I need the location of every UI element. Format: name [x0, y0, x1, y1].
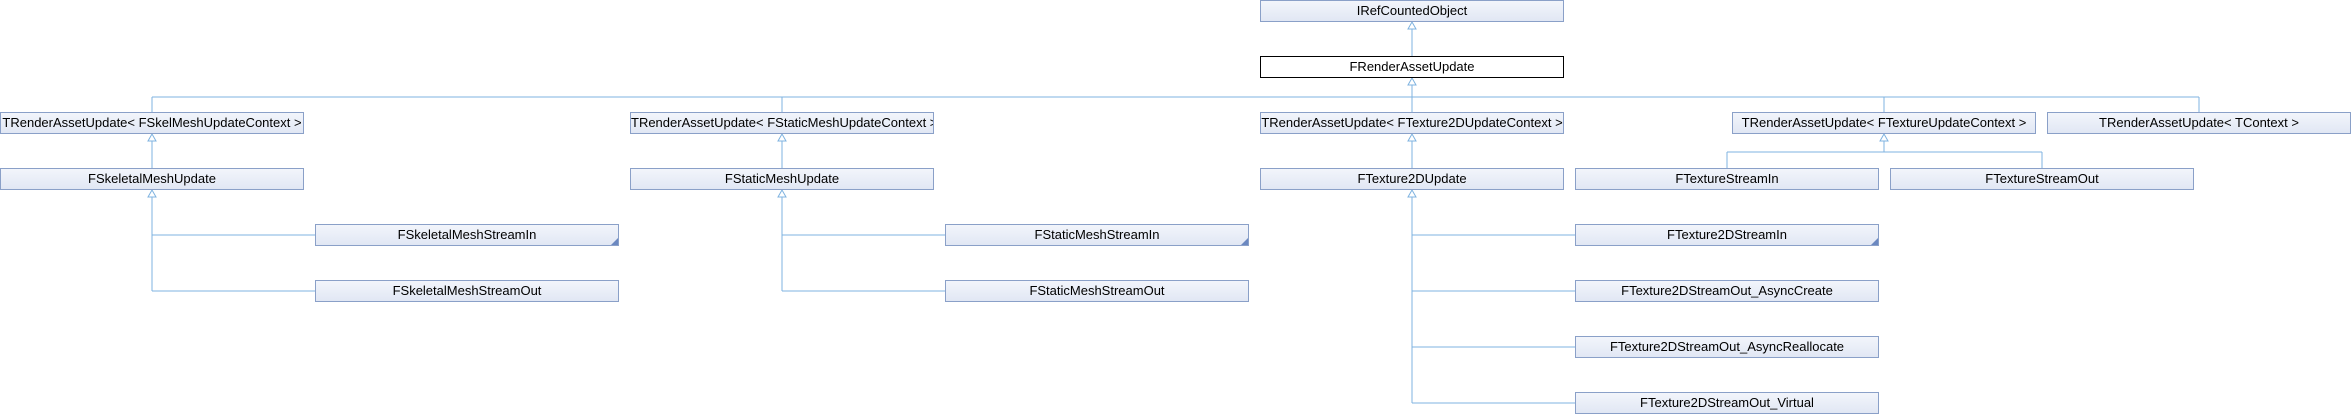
arrowhead-update-1 — [777, 188, 787, 198]
arrowhead-template-2 — [1407, 132, 1417, 142]
node-ftexture2dstreamin[interactable]: FTexture2DStreamIn — [1575, 224, 1879, 246]
node-fskeletalmeshstreamout[interactable]: FSkeletalMeshStreamOut — [315, 280, 619, 302]
node-trenderassetupdate-staticmesh[interactable]: TRenderAssetUpdate< FStaticMeshUpdateCon… — [630, 112, 934, 134]
node-frenderassetupdate: FRenderAssetUpdate — [1260, 56, 1564, 78]
node-ftexturestreamout[interactable]: FTextureStreamOut — [1890, 168, 2194, 190]
arrowhead-trenderassetupdate-texture — [1879, 132, 1889, 142]
node-fstaticmeshstreamin[interactable]: FStaticMeshStreamIn — [945, 224, 1249, 246]
node-trenderassetupdate-skelmesh[interactable]: TRenderAssetUpdate< FSkelMeshUpdateConte… — [0, 112, 304, 134]
arrowhead-update-2 — [1407, 188, 1417, 198]
node-fstaticmeshupdate[interactable]: FStaticMeshUpdate — [630, 168, 934, 190]
node-trenderassetupdate-tcontext[interactable]: TRenderAssetUpdate< TContext > — [2047, 112, 2351, 134]
node-fskeletalmeshstreamin[interactable]: FSkeletalMeshStreamIn — [315, 224, 619, 246]
node-ftexture2dstreamout-asynccreate[interactable]: FTexture2DStreamOut_AsyncCreate — [1575, 280, 1879, 302]
arrowhead-template-1 — [777, 132, 787, 142]
arrowhead-update-0 — [147, 188, 157, 198]
node-trenderassetupdate-texture[interactable]: TRenderAssetUpdate< FTextureUpdateContex… — [1732, 112, 2036, 134]
node-fskeletalmeshupdate[interactable]: FSkeletalMeshUpdate — [0, 168, 304, 190]
arrowhead-frenderassetupdate — [1407, 76, 1417, 86]
node-fstaticmeshstreamout[interactable]: FStaticMeshStreamOut — [945, 280, 1249, 302]
node-ftexturestreamin[interactable]: FTextureStreamIn — [1575, 168, 1879, 190]
node-irefcountedobject[interactable]: IRefCountedObject — [1260, 0, 1564, 22]
node-ftexture2dstreamout-virtual[interactable]: FTexture2DStreamOut_Virtual — [1575, 392, 1879, 414]
arrowhead-irefcountedobject — [1407, 20, 1417, 30]
node-ftexture2dstreamout-asyncreallocate[interactable]: FTexture2DStreamOut_AsyncReallocate — [1575, 336, 1879, 358]
node-trenderassetupdate-texture2d[interactable]: TRenderAssetUpdate< FTexture2DUpdateCont… — [1260, 112, 1564, 134]
node-ftexture2dupdate[interactable]: FTexture2DUpdate — [1260, 168, 1564, 190]
arrowhead-template-0 — [147, 132, 157, 142]
